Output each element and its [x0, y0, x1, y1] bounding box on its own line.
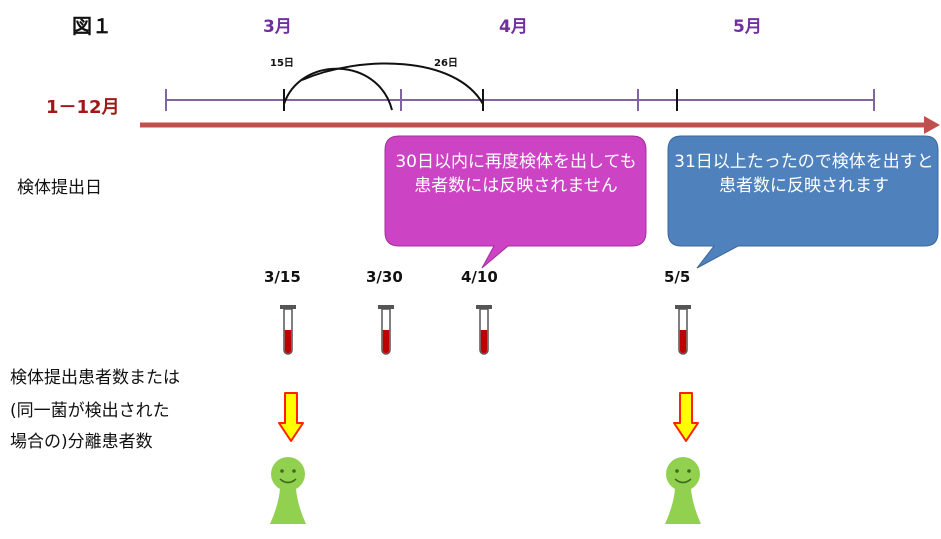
timeline-range-label: 1－12月: [46, 97, 120, 118]
interval-arc-26-days: [301, 62, 484, 105]
patient-count-label-line2: (同一菌が検出された: [10, 401, 170, 421]
date-label-0410: 4/10: [461, 268, 498, 286]
month-scale: [165, 89, 875, 111]
callout-blue-bubble: [667, 135, 939, 269]
patient-count-label-line1: 検体提出患者数または: [10, 368, 180, 388]
month-may: 5月: [733, 17, 762, 37]
timeline-arrow: [140, 116, 940, 134]
callout-reflected-text: 31日以上たったので検体を出すと患者数に反映されます: [674, 152, 934, 196]
callout-magenta-bubble: [384, 135, 647, 269]
date-label-0505: 5/5: [664, 268, 691, 286]
interval-arc-30-days: [283, 67, 393, 111]
day-mark-26: 26日: [434, 58, 458, 69]
test-tube-icon: [378, 305, 394, 355]
month-april: 4月: [499, 17, 528, 37]
down-arrow-icon: [673, 392, 699, 442]
patient-count-label-line3: 場合の)分離患者数: [10, 432, 153, 452]
down-arrow-icon: [278, 392, 304, 442]
submission-date-label: 検体提出日: [17, 178, 102, 198]
person-icon: [665, 457, 701, 524]
test-tube-icon: [280, 305, 296, 355]
date-label-0315: 3/15: [264, 268, 301, 286]
callout-not-reflected-text: 30日以内に再度検体を出しても患者数には反映されません: [395, 152, 637, 196]
figure-label: 図１: [72, 14, 112, 38]
date-ticks: [283, 89, 678, 111]
day-mark-15: 15日: [270, 58, 294, 69]
date-label-0330: 3/30: [366, 268, 403, 286]
test-tube-icon: [476, 305, 492, 355]
month-march: 3月: [263, 17, 292, 37]
test-tube-icon: [675, 305, 691, 355]
person-icon: [270, 457, 306, 524]
